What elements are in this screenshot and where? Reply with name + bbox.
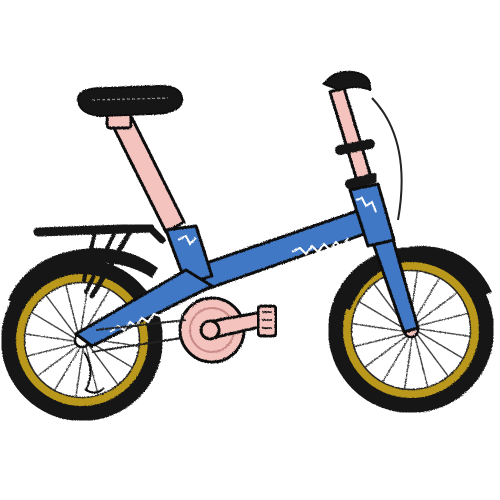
rear-tire [1,259,163,421]
spoke [411,277,440,325]
crank-arm [199,310,266,341]
spoke [413,334,429,387]
spoke [403,335,414,389]
spoke [45,295,78,338]
spoke [352,322,406,333]
pedal [256,304,278,338]
spoke [364,334,409,368]
spoke [54,345,82,391]
spoke [31,312,77,340]
spoke [25,333,77,343]
seat-post [105,112,186,234]
spoke [415,312,468,328]
rear-wheel [1,259,163,421]
saddle [76,84,184,118]
rear-fender [8,247,158,305]
spoke [416,327,470,338]
frame [74,182,396,348]
front-fender [336,246,492,310]
spoke [382,335,411,383]
spoke [37,344,80,377]
handlebar-stem [328,86,379,189]
spoke [415,332,449,377]
rear-rack [33,223,166,299]
derailleur [83,351,105,394]
spoke [75,345,85,397]
spoke [86,342,119,385]
rear-rim [16,274,148,406]
front-rim-inner-edge [350,269,472,391]
rear-rim-inner-edge [23,281,141,399]
spoke [65,285,80,336]
spoke [84,344,99,395]
front-rim [343,262,479,398]
spoke [416,330,464,359]
spoke [27,342,78,357]
spoke [354,332,407,348]
chain [91,319,187,353]
brake-cable [371,97,403,221]
spoke [358,301,406,330]
spoke [413,292,458,326]
handlebar-grip [322,70,372,92]
